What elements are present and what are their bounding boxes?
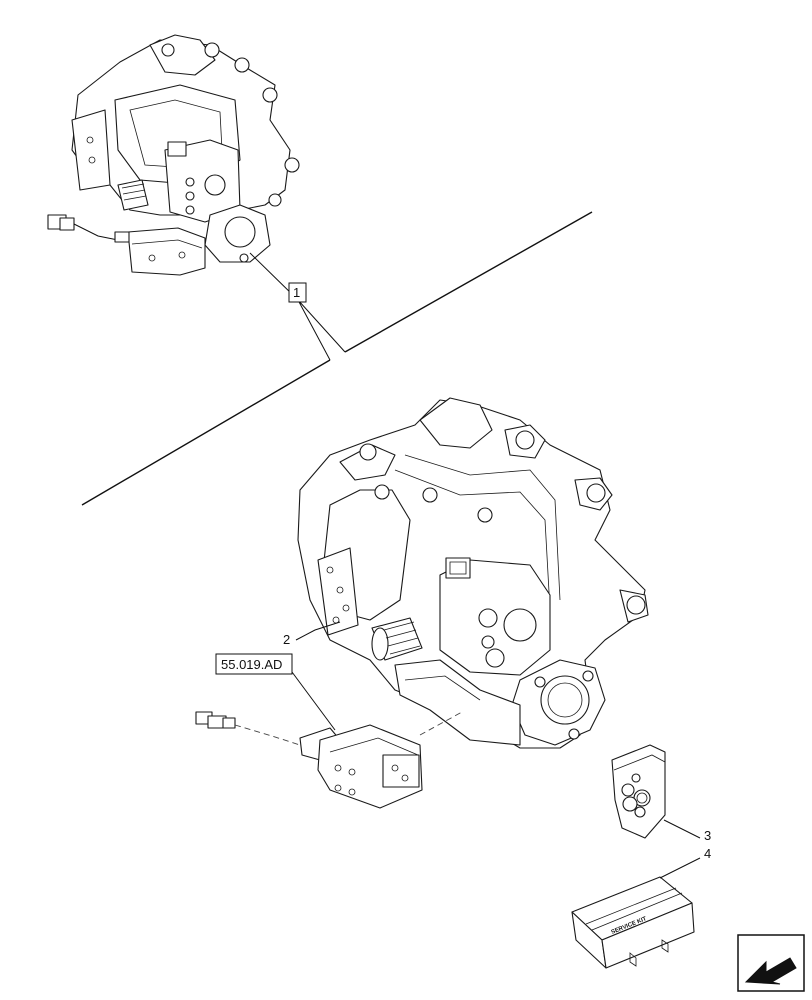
leader-line-1 — [249, 252, 346, 361]
callout-1[interactable]: 1 — [293, 285, 300, 300]
leader-line-4 — [659, 857, 701, 879]
reference-leader — [291, 671, 336, 731]
control-valve — [195, 711, 423, 809]
reference-label[interactable]: 55.019.AD — [221, 657, 282, 672]
pump-assembly-main — [297, 397, 649, 749]
separator-line-lower — [81, 359, 331, 506]
callout-2[interactable]: 2 — [283, 632, 290, 647]
return-arrow-icon[interactable] — [737, 934, 805, 992]
mounting-line — [419, 711, 463, 736]
leader-line-2 — [295, 621, 341, 641]
callout-3[interactable]: 3 — [704, 828, 711, 843]
seal-kit-bag — [611, 744, 666, 839]
service-kit-box: SERVICE KIT — [571, 876, 695, 969]
pump-assembly-overview — [47, 34, 300, 276]
reference-box — [215, 653, 293, 675]
leader-line-3 — [663, 819, 701, 839]
callout-box-1 — [288, 282, 307, 303]
callout-4[interactable]: 4 — [704, 846, 711, 861]
separator-line-upper — [344, 211, 593, 353]
